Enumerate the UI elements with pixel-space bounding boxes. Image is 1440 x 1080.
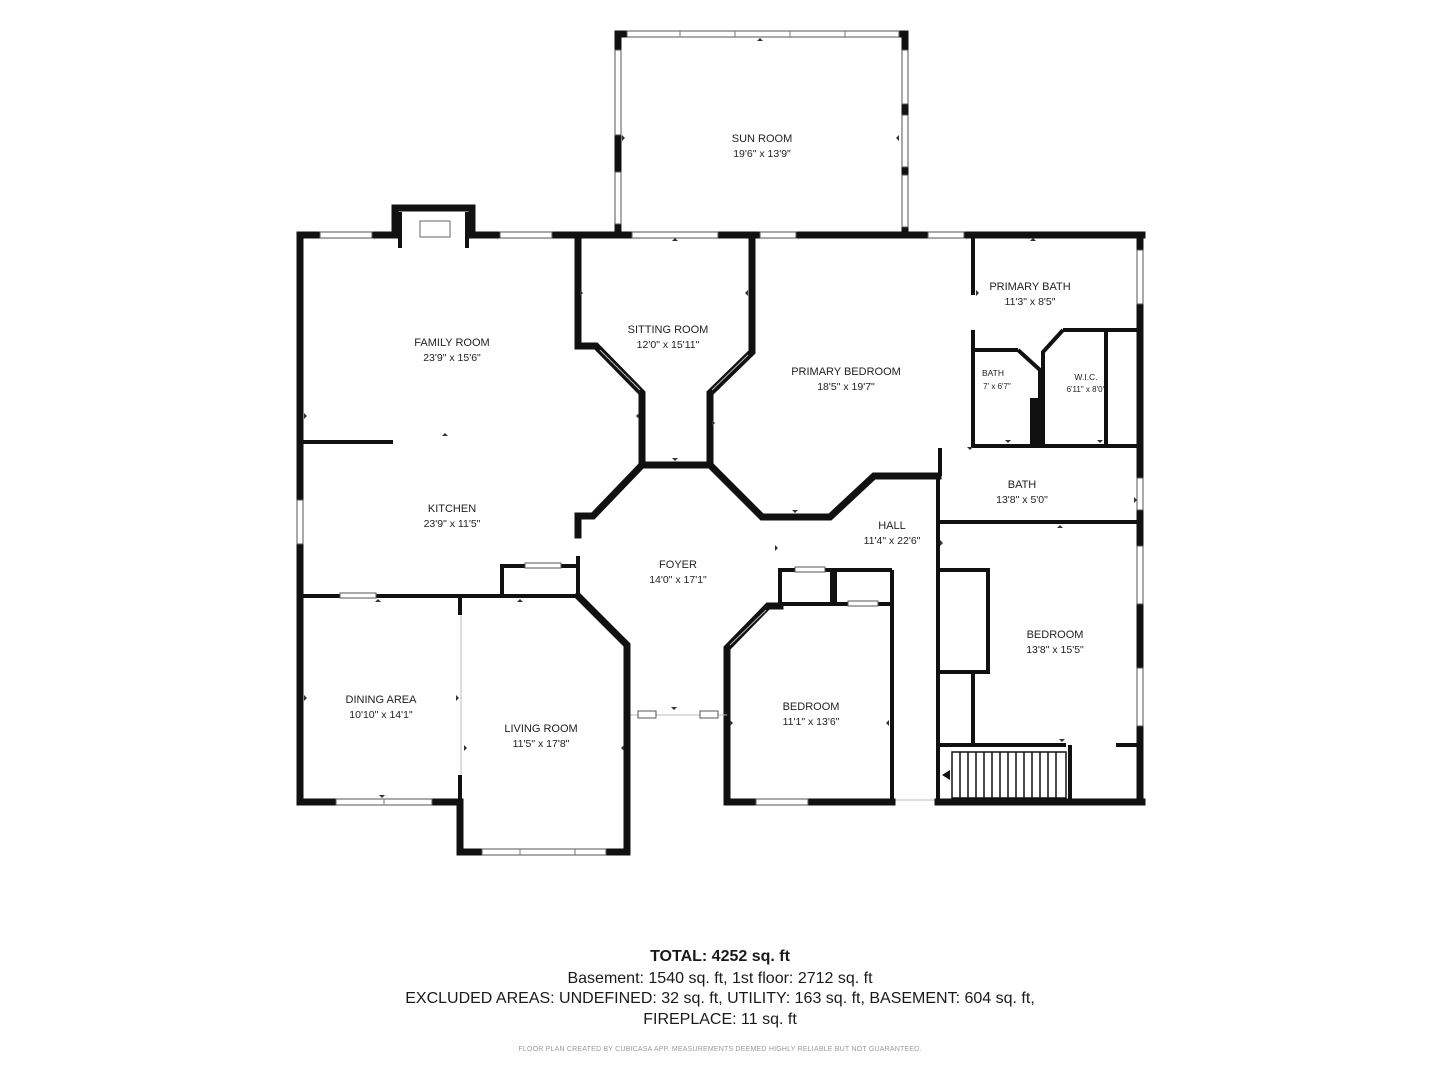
foyer-label: FOYER [659, 559, 697, 571]
living-room-label: LIVING ROOM [504, 723, 577, 735]
dining-area-label: DINING AREA [346, 694, 418, 706]
sitting-room-dims: 12'0" x 15'11" [637, 339, 700, 351]
family-room-dims: 23'9" x 15'6" [423, 352, 481, 364]
sitting-room-walls [574, 231, 756, 469]
hall-dims: 11'4" x 22'6" [864, 535, 921, 547]
door-markers [304, 38, 1137, 798]
primary-bedroom-dims: 18'5" x 19'7" [817, 381, 875, 393]
foyer-dims: 14'0" x 17'1" [649, 574, 707, 586]
bedroom-east-label: BEDROOM [1027, 629, 1084, 641]
stairs [934, 743, 1146, 806]
center-bedroom-walls [723, 566, 896, 806]
sun-room-walls [614, 30, 909, 239]
dining-area-walls [296, 596, 464, 806]
bedroom-center-dims: 11'1" x 13'6" [783, 716, 840, 728]
bedroom-center-label: BEDROOM [783, 701, 840, 713]
bath2-walls [938, 448, 1144, 524]
wic-dims: 6'11" x 8'0" [1067, 385, 1106, 394]
sitting-room-label: SITTING ROOM [628, 324, 709, 336]
living-room-walls [456, 711, 631, 856]
west-exterior-wall [296, 231, 304, 806]
living-room-dims: 11'5" x 17'8" [513, 738, 570, 750]
hall-walls [892, 476, 940, 802]
fireplace [391, 204, 476, 248]
east-bedroom-walls [940, 545, 1144, 747]
primary-bath-dims: 11'3" x 8'5" [1005, 296, 1056, 308]
excluded-areas: EXCLUDED AREAS: UNDEFINED: 32 sq. ft, UT… [405, 990, 1035, 1007]
wic-label: W.I.C. [1074, 372, 1097, 382]
bedroom-east-dims: 13'8" x 15'5" [1026, 644, 1084, 656]
family-room-label: FAMILY ROOM [414, 337, 489, 349]
kitchen-south-wall [300, 562, 580, 599]
kitchen-dims: 23'9" x 11'5" [424, 518, 481, 530]
excluded-areas-continued: FIREPLACE: 11 sq. ft [643, 1011, 797, 1028]
bath2-dims: 13'8" x 5'0" [996, 494, 1048, 506]
sun-room-dims: 19'6" x 13'9" [733, 148, 791, 160]
primary-bedroom-label: PRIMARY BEDROOM [791, 366, 901, 378]
bath-small-label: BATH [982, 368, 1004, 378]
area-breakdown: Basement: 1540 sq. ft, 1st floor: 2712 s… [567, 970, 873, 987]
sun-room-label: SUN ROOM [732, 133, 793, 145]
dining-area-dims: 10'10" x 14'1" [349, 709, 413, 721]
primary-bath-label: PRIMARY BATH [989, 281, 1070, 293]
hall-label: HALL [878, 520, 906, 532]
foyer-walls [573, 591, 767, 719]
primary-suite-baths [973, 231, 1144, 806]
disclaimer: FLOOR PLAN CREATED BY CUBICASA APP. MEAS… [518, 1046, 922, 1053]
bath-small-dims: 7' x 6'7" [983, 382, 1011, 391]
kitchen-label: KITCHEN [428, 503, 476, 515]
bath2-label: BATH [1008, 479, 1037, 491]
total-area: TOTAL: 4252 sq. ft [650, 948, 790, 965]
kitchen-foyer-walls [574, 460, 647, 596]
